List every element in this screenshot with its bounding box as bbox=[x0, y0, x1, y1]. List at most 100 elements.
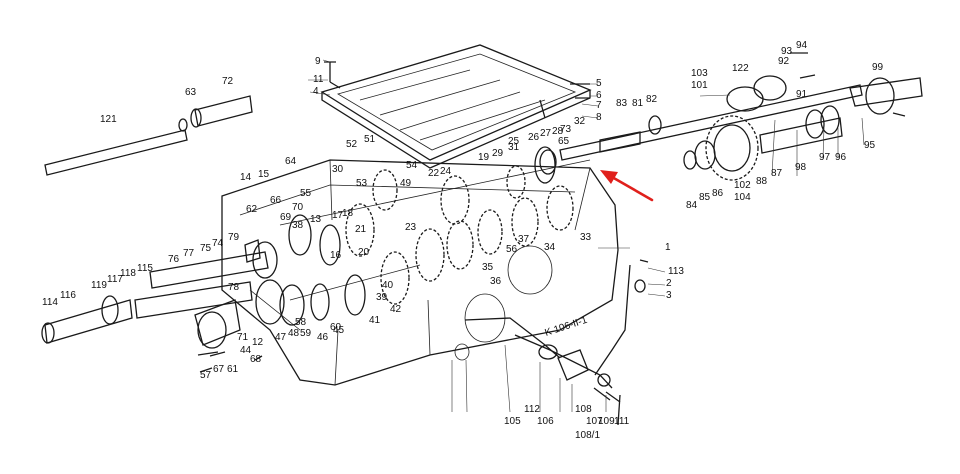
callout-label-57: 57 bbox=[200, 370, 212, 381]
callout-label-7: 7 bbox=[596, 100, 602, 111]
main-gear-train bbox=[279, 146, 591, 326]
callout-label-54: 54 bbox=[406, 160, 418, 171]
callout-label-2: 2 bbox=[666, 278, 672, 289]
callout-label-122: 122 bbox=[732, 63, 749, 74]
callout-label-73: 73 bbox=[560, 124, 572, 135]
callout-label-68: 68 bbox=[250, 354, 262, 365]
callout-label-91: 91 bbox=[796, 89, 808, 100]
callout-label-63: 63 bbox=[185, 87, 197, 98]
callout-label-78: 78 bbox=[228, 282, 240, 293]
callout-label-85: 85 bbox=[699, 192, 711, 203]
callout-label-105: 105 bbox=[504, 416, 521, 427]
callout-label-20: 20 bbox=[358, 247, 370, 258]
callout-label-106: 106 bbox=[537, 416, 554, 427]
callout-label-93: 93 bbox=[781, 46, 793, 57]
leader-lines bbox=[308, 59, 865, 413]
callout-label-27: 27 bbox=[540, 128, 552, 139]
callout-label-67: 67 bbox=[213, 364, 225, 375]
callout-label-34: 34 bbox=[544, 242, 556, 253]
callout-label-103: 103 bbox=[691, 68, 708, 79]
callout-label-96: 96 bbox=[835, 152, 847, 163]
callout-label-92: 92 bbox=[778, 56, 790, 67]
callout-label-70: 70 bbox=[292, 202, 304, 213]
callout-label-104: 104 bbox=[734, 192, 751, 203]
callout-label-112: 112 bbox=[524, 404, 540, 415]
callout-label-13: 13 bbox=[310, 214, 322, 225]
callout-label-39: 39 bbox=[376, 292, 388, 303]
top-cover bbox=[320, 44, 592, 169]
callout-label-40: 40 bbox=[382, 280, 394, 291]
callout-label-81: 81 bbox=[632, 98, 644, 109]
callout-label-86: 86 bbox=[712, 188, 724, 199]
callout-label-99: 99 bbox=[872, 62, 884, 73]
callout-label-19: 19 bbox=[478, 152, 490, 163]
callout-label-51: 51 bbox=[364, 134, 376, 145]
callout-label-121: 121 bbox=[100, 114, 117, 125]
callout-label-64: 64 bbox=[285, 156, 297, 167]
callout-label-52: 52 bbox=[346, 139, 358, 150]
callout-label-33: 33 bbox=[580, 232, 592, 243]
callout-label-60: 60 bbox=[330, 322, 342, 333]
callout-label-5: 5 bbox=[596, 78, 602, 89]
callout-label-76: 76 bbox=[168, 254, 180, 265]
callout-label-22: 22 bbox=[428, 168, 440, 179]
callout-label-71: 71 bbox=[237, 332, 249, 343]
callout-label-38: 38 bbox=[292, 220, 304, 231]
left-shafts bbox=[41, 95, 285, 373]
callout-label-25: 25 bbox=[508, 136, 520, 147]
callout-label-31: 31 bbox=[508, 142, 520, 153]
callout-label-98: 98 bbox=[795, 162, 807, 173]
callout-label-37: 37 bbox=[518, 234, 530, 245]
callout-label-102: 102 bbox=[734, 180, 751, 191]
callout-label-75: 75 bbox=[200, 243, 212, 254]
callout-label-48: 48 bbox=[288, 328, 300, 339]
callout-label-109: 109 bbox=[598, 416, 615, 427]
callout-label-16: 16 bbox=[330, 250, 342, 261]
callout-label-97: 97 bbox=[819, 152, 831, 163]
drawing-code: K 106-II-1 bbox=[544, 315, 590, 339]
fasteners bbox=[197, 52, 906, 356]
callout-label-108-1: 108/1 bbox=[575, 430, 600, 441]
callout-label-111: 111 bbox=[614, 416, 630, 427]
callout-label-24: 24 bbox=[440, 166, 452, 177]
callout-label-12: 12 bbox=[252, 337, 264, 348]
callout-label-114: 114 bbox=[42, 297, 58, 308]
callout-label-83: 83 bbox=[616, 98, 628, 109]
callout-label-66: 66 bbox=[270, 195, 282, 206]
callout-label-35: 35 bbox=[482, 262, 494, 273]
callout-label-45: 45 bbox=[333, 325, 345, 336]
callout-label-118: 118 bbox=[120, 268, 136, 279]
gearbox-housing bbox=[221, 159, 619, 386]
callout-label-42: 42 bbox=[390, 304, 402, 315]
callout-label-61: 61 bbox=[227, 364, 239, 375]
callout-label-46: 46 bbox=[317, 332, 329, 343]
callout-label-15: 15 bbox=[258, 169, 270, 180]
callout-label-3: 3 bbox=[666, 290, 672, 301]
callout-label-26: 26 bbox=[528, 132, 540, 143]
lower-right-gears bbox=[683, 105, 843, 181]
callout-label-74: 74 bbox=[212, 238, 224, 249]
red-pointer-arrow bbox=[600, 170, 654, 202]
callout-label-6: 6 bbox=[596, 90, 602, 101]
callout-label-21: 21 bbox=[355, 224, 367, 235]
shift-linkage bbox=[464, 264, 646, 426]
callout-label-79: 79 bbox=[228, 232, 240, 243]
callout-label-119: 119 bbox=[91, 280, 107, 291]
callout-label-59: 59 bbox=[300, 328, 312, 339]
callout-label-95: 95 bbox=[864, 140, 876, 151]
callout-label-53: 53 bbox=[356, 178, 368, 189]
callout-label-94: 94 bbox=[796, 40, 808, 51]
callout-label-44: 44 bbox=[240, 345, 252, 356]
upper-shaft bbox=[539, 75, 923, 175]
callout-label-1: 1 bbox=[665, 242, 671, 253]
callout-label-101: 101 bbox=[691, 80, 708, 91]
callout-label-29: 29 bbox=[492, 148, 504, 159]
callout-label-14: 14 bbox=[240, 172, 252, 183]
callout-label-87: 87 bbox=[771, 168, 783, 179]
callout-label-84: 84 bbox=[686, 200, 698, 211]
callout-label-41: 41 bbox=[369, 315, 381, 326]
callout-label-72: 72 bbox=[222, 76, 234, 87]
callout-label-11: 11 bbox=[313, 74, 324, 85]
